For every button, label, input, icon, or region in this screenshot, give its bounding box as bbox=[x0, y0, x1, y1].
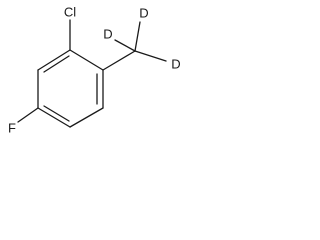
bond-ring-to-methyl bbox=[102, 50, 136, 71]
ring-bond-c3-c4 bbox=[69, 107, 104, 128]
deuterium-top-label: D bbox=[139, 6, 148, 21]
ring-bond-c4-c5 bbox=[37, 107, 71, 128]
ring-double-bond-c1-c6 bbox=[43, 55, 70, 73]
chemical-structure: Cl F D D D bbox=[8, 5, 181, 136]
fluorine-label: F bbox=[8, 121, 16, 136]
bond-methyl-to-d-top bbox=[134, 21, 141, 52]
ring-bond-c6-c1 bbox=[37, 49, 71, 71]
bond-methyl-to-d-right bbox=[134, 50, 167, 62]
benzene-ring bbox=[37, 49, 104, 128]
deuterium-right-label: D bbox=[171, 57, 180, 72]
ring-bond-c1-c2 bbox=[69, 49, 104, 71]
chlorine-label: Cl bbox=[64, 5, 76, 20]
bond-ring-to-fluorine bbox=[17, 107, 39, 123]
bond-methyl-to-d-left bbox=[114, 39, 136, 52]
deuterium-left-label: D bbox=[103, 27, 112, 42]
ring-double-bond-c4-c5 bbox=[43, 105, 70, 122]
